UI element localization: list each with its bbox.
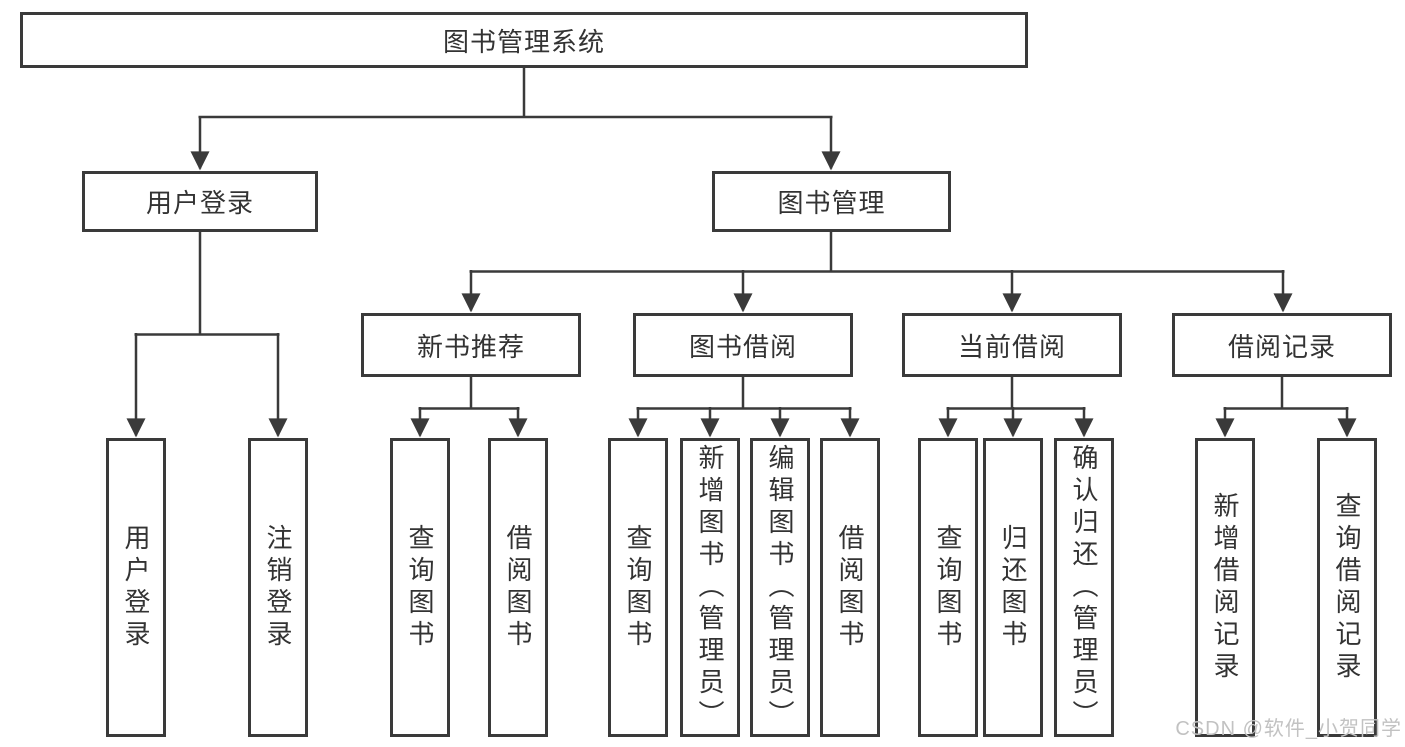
leaf-user-login-label: 用户登录 [121, 523, 151, 652]
leaf-bb-query-books-label: 查询图书 [623, 523, 653, 652]
leaf-bb-add-books-admin-label: 新增图书（管理员） [695, 443, 725, 732]
node-user-login: 用户登录 [82, 171, 318, 232]
leaf-logout-label: 注销登录 [263, 523, 293, 652]
leaf-nbr-borrow-books: 借阅图书 [488, 438, 548, 737]
csdn-watermark: CSDN @软件_小贺同学 [1175, 718, 1402, 740]
leaf-bb-borrow-books-label: 借阅图书 [835, 523, 865, 652]
node-new-book-recommendation: 新书推荐 [361, 313, 581, 377]
leaf-br-add-record-label: 新增借阅记录 [1210, 491, 1240, 684]
leaf-bb-edit-books-admin-label: 编辑图书（管理员） [765, 443, 795, 732]
leaf-bb-query-books: 查询图书 [608, 438, 668, 737]
leaf-cb-return-books-label: 归还图书 [998, 523, 1028, 652]
leaf-cb-confirm-return-admin: 确认归还（管理员） [1054, 438, 1114, 737]
node-current-borrowing: 当前借阅 [902, 313, 1122, 377]
node-library-management-system: 图书管理系统 [20, 12, 1028, 68]
leaf-bb-edit-books-admin: 编辑图书（管理员） [750, 438, 810, 737]
node-borrowing-records: 借阅记录 [1172, 313, 1392, 377]
leaf-br-query-record: 查询借阅记录 [1317, 438, 1377, 737]
leaf-nbr-query-books: 查询图书 [390, 438, 450, 737]
node-book-borrowing: 图书借阅 [633, 313, 853, 377]
leaf-logout: 注销登录 [248, 438, 308, 737]
leaf-user-login: 用户登录 [106, 438, 166, 737]
leaf-cb-query-books: 查询图书 [918, 438, 978, 737]
node-book-management: 图书管理 [712, 171, 951, 232]
leaf-br-query-record-label: 查询借阅记录 [1332, 491, 1362, 684]
leaf-cb-query-books-label: 查询图书 [933, 523, 963, 652]
leaf-nbr-borrow-books-label: 借阅图书 [503, 523, 533, 652]
leaf-br-add-record: 新增借阅记录 [1195, 438, 1255, 737]
leaf-bb-add-books-admin: 新增图书（管理员） [680, 438, 740, 737]
leaf-nbr-query-books-label: 查询图书 [405, 523, 435, 652]
leaf-cb-confirm-return-admin-label: 确认归还（管理员） [1069, 443, 1099, 732]
leaf-bb-borrow-books: 借阅图书 [820, 438, 880, 737]
leaf-cb-return-books: 归还图书 [983, 438, 1043, 737]
